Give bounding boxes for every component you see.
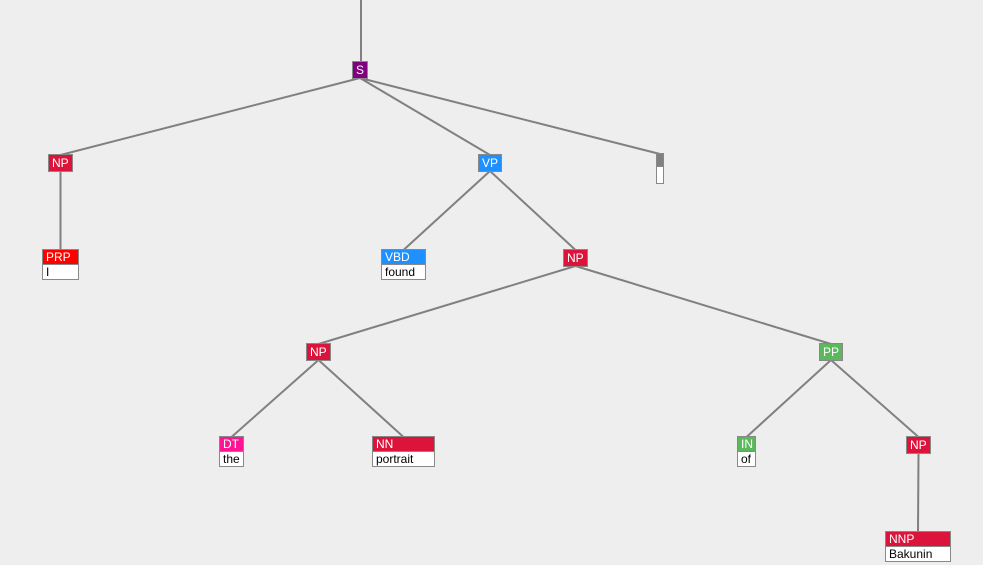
node-label: S bbox=[352, 61, 369, 79]
node-vp[interactable]: VP bbox=[478, 154, 503, 172]
node-vbd[interactable]: VBD found bbox=[381, 249, 426, 280]
node-label: NNP bbox=[885, 531, 951, 547]
node-punctuation[interactable] bbox=[656, 153, 664, 184]
node-np[interactable]: NP bbox=[48, 154, 73, 172]
node-label: NN bbox=[372, 436, 435, 452]
node-label: PP bbox=[819, 343, 844, 361]
tree-edge bbox=[359, 77, 491, 156]
node-label: NP bbox=[563, 249, 588, 267]
node-label: NP bbox=[48, 154, 73, 172]
node-word: portrait bbox=[372, 452, 435, 467]
tree-edge bbox=[60, 77, 361, 156]
tree-edge bbox=[575, 265, 832, 345]
node-np[interactable]: NP bbox=[306, 343, 331, 361]
node-label: PRP bbox=[42, 249, 79, 265]
node-np[interactable]: NP bbox=[906, 436, 931, 454]
node-pp[interactable]: PP bbox=[819, 343, 844, 361]
node-s[interactable]: S bbox=[352, 61, 369, 79]
node-np[interactable]: NP bbox=[563, 249, 588, 267]
node-nn[interactable]: NN portrait bbox=[372, 436, 435, 467]
node-in[interactable]: IN of bbox=[737, 436, 756, 467]
node-word bbox=[656, 167, 664, 184]
node-label bbox=[656, 153, 664, 167]
node-label: VBD bbox=[381, 249, 426, 265]
node-word: of bbox=[737, 452, 756, 467]
tree-edge bbox=[489, 170, 577, 251]
node-label: VP bbox=[478, 154, 503, 172]
node-dt[interactable]: DT the bbox=[219, 436, 244, 467]
node-prp[interactable]: PRP I bbox=[42, 249, 79, 280]
tree-edge bbox=[359, 77, 661, 155]
node-label: DT bbox=[219, 436, 244, 452]
node-word: I bbox=[42, 265, 79, 280]
node-label: NP bbox=[906, 436, 931, 454]
node-word: Bakunin bbox=[885, 547, 951, 562]
node-label: IN bbox=[737, 436, 756, 452]
tree-edge bbox=[917, 452, 920, 533]
tree-edge bbox=[318, 265, 576, 345]
tree-edge bbox=[830, 359, 920, 438]
node-word: the bbox=[219, 452, 244, 467]
tree-edge bbox=[230, 359, 320, 438]
node-word: found bbox=[381, 265, 426, 280]
tree-edge bbox=[317, 359, 405, 438]
node-nnp[interactable]: NNP Bakunin bbox=[885, 531, 951, 562]
tree-edge bbox=[745, 359, 832, 438]
tree-edge bbox=[402, 170, 491, 251]
node-label: NP bbox=[306, 343, 331, 361]
